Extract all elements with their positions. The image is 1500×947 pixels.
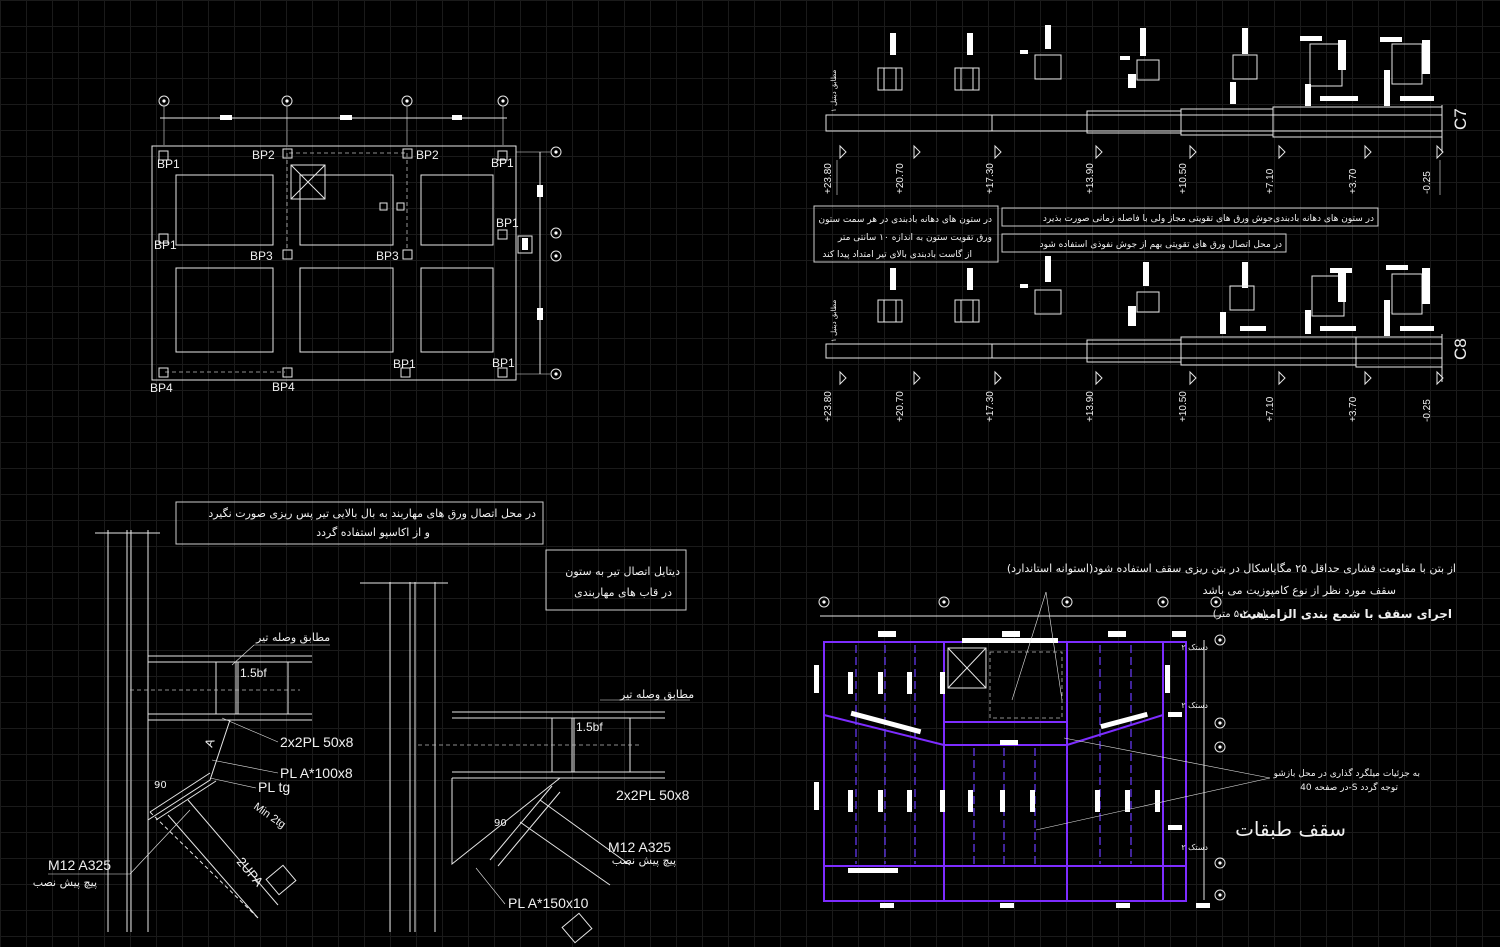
- level-label: -0.25: [1422, 171, 1433, 194]
- base-plate-markers: [158, 148, 508, 378]
- bolt-label: M12 A325: [48, 857, 111, 873]
- grid-bubbles-right: [1214, 634, 1226, 901]
- note-line: از گاست بادبندی بالای تیر امتداد پیدا کن…: [822, 248, 972, 260]
- column-sections-row: [877, 25, 1434, 106]
- joists: [855, 645, 1132, 864]
- bp-label: BP1: [157, 157, 180, 171]
- opening-note: در صفحه 40-S توجه گردد: [1300, 781, 1398, 793]
- base-plate-plan: BP1 BP2 BP2 BP1 BP1 BP1 BP3 BP3 BP1 BP1 …: [150, 95, 562, 395]
- level-label: +7.10: [1265, 168, 1276, 194]
- note-line: در محل اتصال ورق های مهاربند به بال بالا…: [208, 507, 536, 520]
- bp-label: BP3: [250, 249, 273, 263]
- section-label: 2UPA: [234, 854, 267, 889]
- level-label: +20.70: [895, 163, 906, 194]
- level-label: +23.80: [823, 391, 834, 422]
- floor-note: از بتن با مقاومت فشاری حداقل ۲۵ مگاپاسکا…: [1007, 562, 1456, 575]
- plate-label: 2x2PL 50x8: [616, 787, 690, 803]
- bp-label: BP1: [496, 216, 519, 230]
- floor-note: اجرای سقف با شمع بندی الزامیست: [1239, 607, 1452, 621]
- grid-bubbles-right: [550, 146, 562, 380]
- level-label: +17.30: [985, 163, 996, 194]
- bp-label: BP1: [491, 156, 514, 170]
- bp-label: BP4: [150, 381, 173, 395]
- elevation-notes: در ستون های دهانه بادبندی در هر سمت ستون…: [813, 205, 1379, 263]
- note-line: و از اکاسپو استفاده گردد: [316, 526, 430, 539]
- bp-label: BP2: [416, 148, 439, 162]
- level-label: +13.90: [1085, 163, 1096, 194]
- level-markers: [839, 144, 1444, 160]
- note-line: در محل اتصال ورق های تقویتی بهم از جوش ن…: [1040, 240, 1282, 250]
- column-c7-elevation: C7 مطابق دیتیل ۱ +23.80 +20.70 +17.30 +1…: [823, 25, 1470, 195]
- column-sections-row: [877, 256, 1434, 336]
- level-label: +23.80: [823, 163, 834, 194]
- level-label: +20.70: [895, 391, 906, 422]
- note-line: در ستون های دهانه بادبندی‌جوش ورق های تق…: [1043, 214, 1374, 224]
- note-line: ورق تقویت ستون به اندازه ۱۰ سانتی متر: [837, 233, 992, 243]
- note-line: در قاب های مهاربندی: [574, 586, 672, 599]
- column-c8-elevation: C8 مطابق دیتیل ۱ +23.80 +20.70 +17.30 +1…: [823, 256, 1470, 422]
- dim-label: 1.5bf: [576, 720, 603, 734]
- column-label: C7: [1451, 108, 1470, 130]
- plate-label: PL A*150x10: [508, 895, 589, 911]
- column-side-note: مطابق دیتیل ۱: [830, 300, 838, 342]
- splice-label: مطابق وصله تیر: [619, 688, 694, 702]
- bay-label: دستک ۲: [1181, 843, 1208, 852]
- bolt-label: M12 A325: [608, 839, 671, 855]
- note-line: در ستون های دهانه بادبندی در هر سمت ستون: [818, 215, 992, 225]
- bp-label: BP1: [393, 357, 416, 371]
- grid-bubbles-top: [158, 95, 509, 107]
- bolt-note: پیچ پیش نصب: [33, 876, 97, 889]
- level-label: +10.50: [1178, 163, 1189, 194]
- bp-label: BP2: [252, 148, 275, 162]
- level-label: +3.70: [1348, 168, 1359, 194]
- bay-label: دستک ۲: [1181, 701, 1208, 710]
- bp-label: BP4: [272, 380, 295, 394]
- column-side-note: مطابق دیتیل ۱: [830, 70, 838, 112]
- plate-label: 2x2PL 50x8: [280, 734, 354, 750]
- weld-label: Min 2tg: [251, 801, 287, 832]
- plate-label: PL tg: [258, 779, 290, 795]
- bay-label: دستک ۲: [1181, 643, 1208, 652]
- angle-label: 90: [154, 780, 167, 791]
- column-label: C8: [1451, 338, 1470, 360]
- splice-label: مطابق وصله تیر: [255, 631, 330, 645]
- opening-note: به جزئیات میلگرد گذاری در محل بازشو: [1273, 767, 1420, 779]
- level-label: +17.30: [985, 391, 996, 422]
- level-markers: [839, 370, 1444, 386]
- plate-label: PL A*100x8: [280, 765, 353, 781]
- bolt-note: پیچ پیش نصب: [612, 854, 676, 867]
- level-label: +3.70: [1348, 396, 1359, 422]
- grid-bubbles-top: [818, 596, 1222, 608]
- bp-label: BP1: [154, 238, 177, 252]
- angle-label: 90: [494, 818, 507, 829]
- a-label: A: [202, 737, 218, 749]
- level-label: +10.50: [1178, 391, 1189, 422]
- note-line: دیتایل اتصال تیر به ستون: [565, 565, 680, 578]
- floor-note-sub: (هر ۲-۵ متر): [1213, 609, 1266, 620]
- level-label: +7.10: [1265, 396, 1276, 422]
- floor-framing-plan: از بتن با مقاومت فشاری حداقل ۲۵ مگاپاسکا…: [814, 562, 1456, 908]
- connection-detail-left: در محل اتصال ورق های مهاربند به بال بالا…: [33, 501, 687, 932]
- level-label: +13.90: [1085, 391, 1096, 422]
- floor-plan-title: سقف طبقات: [1235, 817, 1346, 841]
- bp-label: BP3: [376, 249, 399, 263]
- connection-detail-right: مطابق وصله تیر 1.5bf 2x2PL 50x8 PL A*150…: [360, 582, 694, 944]
- level-label: -0.25: [1422, 399, 1433, 422]
- dim-label: 1.5bf: [240, 666, 267, 680]
- section-tags: [814, 665, 1210, 908]
- floor-note: سقف مورد نظر از نوع کامپوزیت می باشد: [1203, 584, 1396, 597]
- bp-label: BP1: [492, 356, 515, 370]
